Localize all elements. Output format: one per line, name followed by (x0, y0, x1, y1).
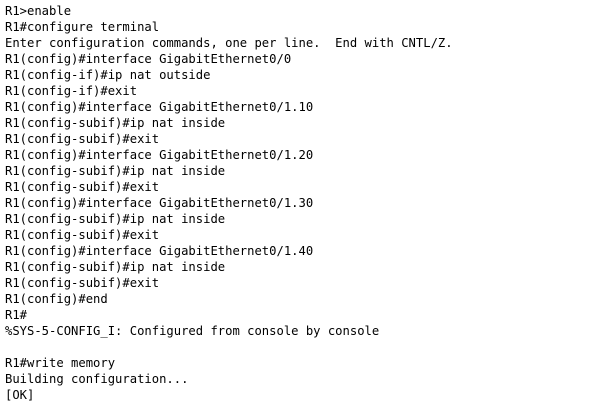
terminal-line: [OK] (5, 388, 35, 402)
terminal-line: R1(config-subif)#exit (5, 276, 160, 290)
terminal-line: R1(config-subif)#ip nat inside (5, 164, 226, 178)
terminal-line: R1(config)#end (5, 292, 108, 306)
terminal-line: R1(config-subif)#exit (5, 228, 160, 242)
terminal-line: R1# (5, 308, 28, 322)
terminal-line: R1(config)#interface GigabitEthernet0/1.… (5, 244, 314, 258)
terminal-line: R1#configure terminal (5, 20, 160, 34)
terminal-line: R1(config)#interface GigabitEthernet0/1.… (5, 100, 314, 114)
terminal-line: R1(config-subif)#exit (5, 132, 160, 146)
terminal-line: R1(config-subif)#ip nat inside (5, 260, 226, 274)
terminal-line: R1(config)#interface GigabitEthernet0/1.… (5, 148, 314, 162)
terminal-line: R1(config-if)#exit (5, 84, 138, 98)
terminal-line: R1(config-if)#ip nat outside (5, 68, 211, 82)
terminal-line: R1>enable (5, 4, 72, 18)
terminal-line: R1#write memory (5, 356, 116, 370)
terminal-line: R1(config-subif)#exit (5, 180, 160, 194)
terminal-line: %SYS-5-CONFIG_I: Configured from console… (5, 324, 380, 338)
terminal-line: R1(config-subif)#ip nat inside (5, 116, 226, 130)
terminal-line (5, 339, 598, 355)
terminal-line: Enter configuration commands, one per li… (5, 36, 453, 50)
terminal-line: R1(config-subif)#ip nat inside (5, 212, 226, 226)
terminal-line: Building configuration... (5, 372, 189, 386)
terminal-line: R1(config)#interface GigabitEthernet0/1.… (5, 196, 314, 210)
terminal-line: R1(config)#interface GigabitEthernet0/0 (5, 52, 292, 66)
